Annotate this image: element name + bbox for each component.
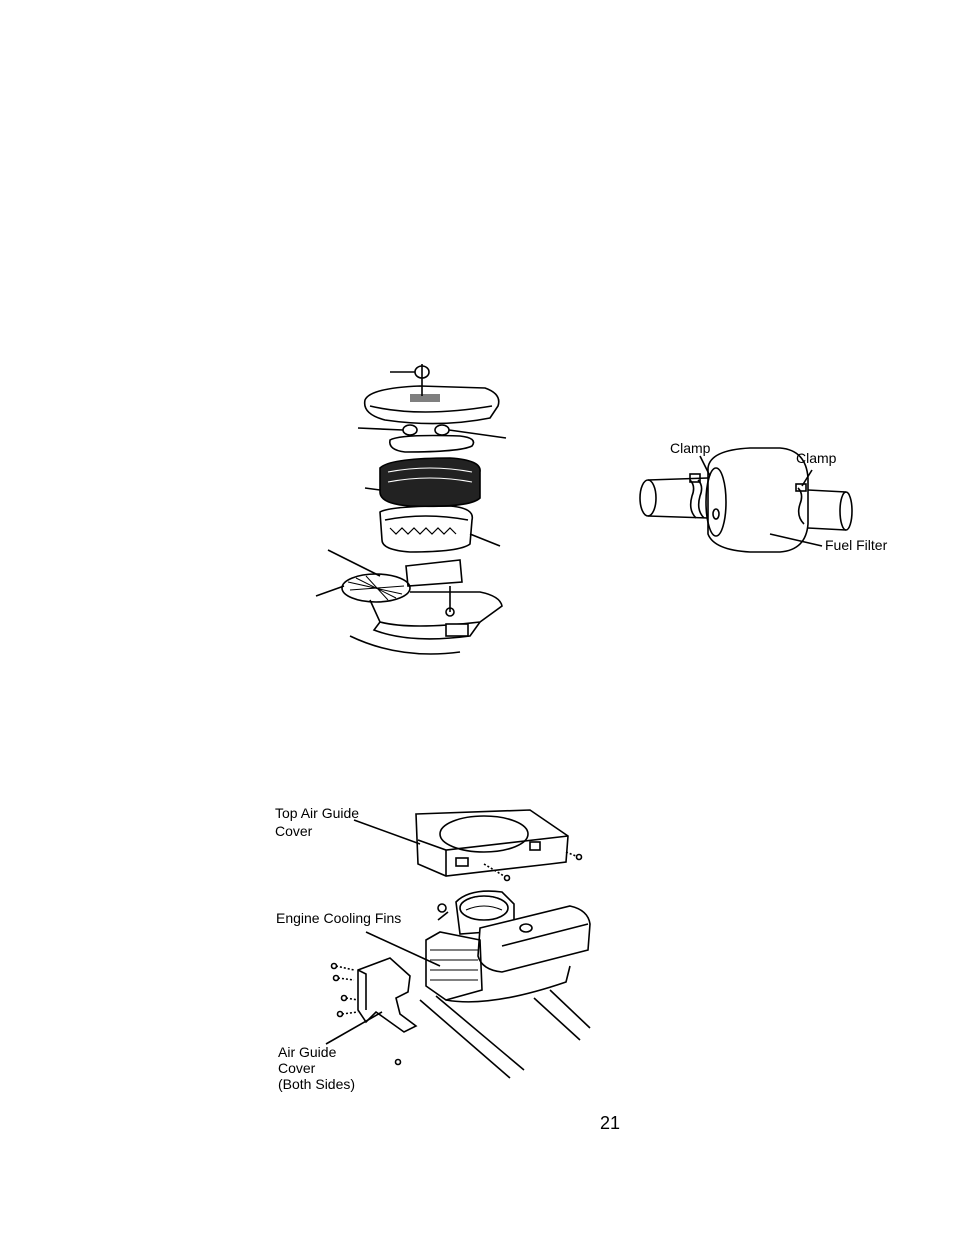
top-air-guide-cover-label-1: Top Air Guide xyxy=(275,805,359,821)
fuel-filter-label: Fuel Filter xyxy=(825,537,887,553)
air-guide-cover-diagram: Top Air Guide Cover Engine Cooling Fins … xyxy=(270,800,610,1100)
air-guide-cover-label-1: Air Guide xyxy=(278,1044,336,1060)
top-air-guide-cover-label-2: Cover xyxy=(275,823,312,839)
clamp-right-label: Clamp xyxy=(796,450,836,466)
air-cleaner-illustration xyxy=(310,360,520,660)
air-cleaner-exploded-diagram xyxy=(310,360,520,660)
engine-cooling-fins-label: Engine Cooling Fins xyxy=(276,910,401,926)
fuel-filter-diagram: Clamp Clamp Fuel Filter xyxy=(630,430,910,560)
air-guide-cover-label-2: Cover xyxy=(278,1060,315,1076)
air-guide-cover-label-3: (Both Sides) xyxy=(278,1076,355,1092)
clamp-left-label: Clamp xyxy=(670,440,710,456)
page-number: 21 xyxy=(600,1113,620,1134)
